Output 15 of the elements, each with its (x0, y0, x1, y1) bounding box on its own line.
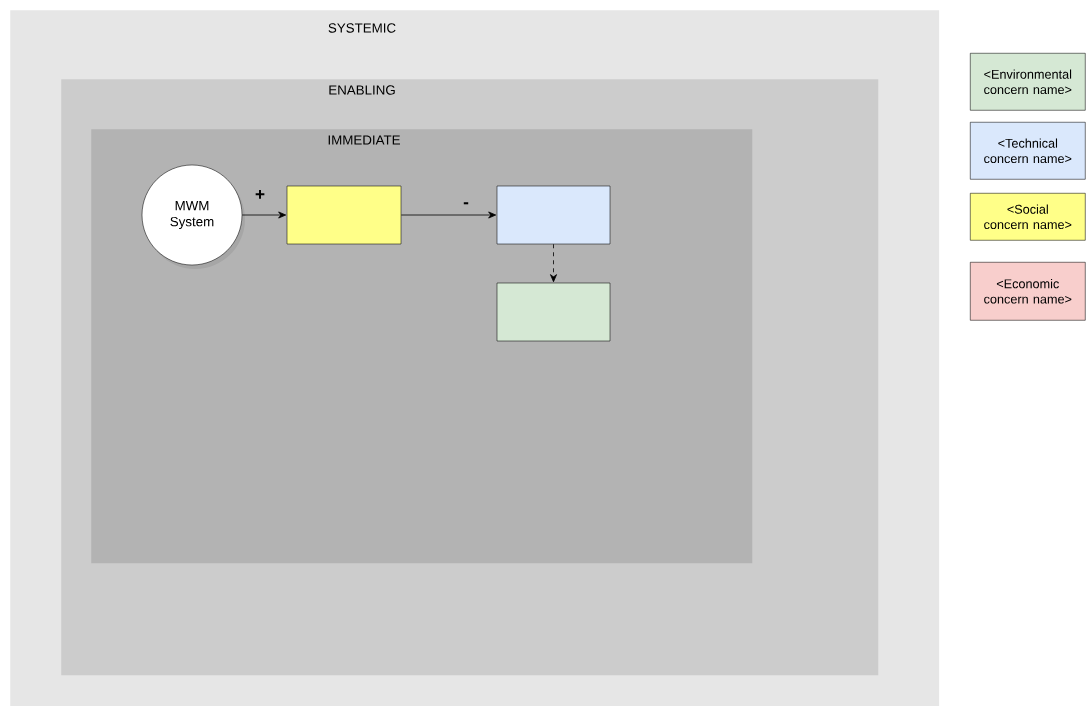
edge-label: + (255, 189, 265, 199)
legend-box: <Environmental concern name> (970, 53, 1086, 111)
legend-box: <Social concern name> (970, 193, 1086, 241)
edge-label: - (463, 202, 469, 205)
band-title: SYSTEMIC (328, 23, 396, 33)
concern-box (286, 185, 402, 245)
legend-box: <Economic concern name> (970, 262, 1086, 321)
band-title: ENABLING (329, 85, 395, 95)
arrow (400, 211, 497, 219)
concern-box (496, 282, 611, 342)
band-title: IMMEDIATE (328, 135, 400, 145)
arrow (550, 243, 557, 283)
legend-box: <Technical concern name> (970, 122, 1086, 180)
concern-box (496, 185, 611, 245)
arrow (241, 211, 287, 219)
